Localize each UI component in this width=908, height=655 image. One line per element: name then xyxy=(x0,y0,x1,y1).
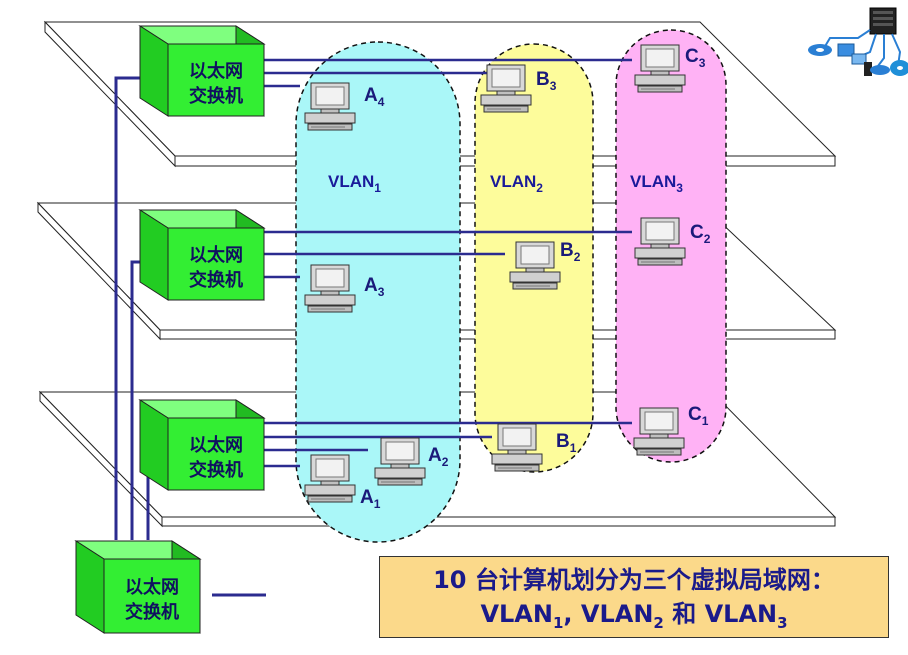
caption-vlan2: VLAN xyxy=(580,600,654,628)
switch-label-line2: 交换机 xyxy=(189,459,243,481)
switch-label-line1: 以太网 xyxy=(125,576,179,598)
switch-floor-3: 以太网 交换机 xyxy=(138,25,266,117)
caption-vlan2-sub: 2 xyxy=(653,613,664,632)
host-labels: A4 B3 C3 A3 B2 C2 A2 A1 B1 C1 xyxy=(360,46,711,511)
host-B1-computer-icon xyxy=(491,423,543,472)
caption-line2: VLAN1, VLAN2 和 VLAN3 xyxy=(380,597,888,640)
host-B2-computer-icon xyxy=(509,241,561,290)
switch-label-line2: 交换机 xyxy=(189,85,243,107)
host-A4-computer-icon xyxy=(304,82,356,131)
host-C1-computer-icon xyxy=(633,407,685,456)
vlan-3-label: VLAN3 xyxy=(630,172,683,195)
caption-and: 和 xyxy=(663,600,705,628)
host-label-C1: C1 xyxy=(688,404,709,428)
switch-label-line1: 以太网 xyxy=(189,434,243,456)
host-label-A3: A3 xyxy=(364,275,385,299)
vlan-1-label: VLAN1 xyxy=(328,172,381,195)
switch-label-line2: 交换机 xyxy=(189,269,243,291)
host-label-A2: A2 xyxy=(428,445,449,469)
vlan-3-region xyxy=(615,29,727,463)
caption-vlan3: VLAN xyxy=(704,600,778,628)
host-label-C2: C2 xyxy=(690,222,711,246)
host-label-A1: A1 xyxy=(360,487,381,511)
switch-backbone: 以太网 交换机 xyxy=(74,540,202,634)
caption-box: 10 台计算机划分为三个虚拟局域网： VLAN1, VLAN2 和 VLAN3 xyxy=(379,556,889,638)
caption-line1: 10 台计算机划分为三个虚拟局域网： xyxy=(433,566,835,594)
host-B3-computer-icon xyxy=(480,64,532,113)
host-A3-computer-icon xyxy=(304,264,356,313)
host-A1-computer-icon xyxy=(304,454,356,503)
caption-vlan1: VLAN xyxy=(480,600,553,628)
switch-label-line1: 以太网 xyxy=(189,60,243,82)
host-label-C3: C3 xyxy=(685,46,706,70)
host-C3-computer-icon xyxy=(634,44,686,93)
vlan-1-region xyxy=(295,41,461,543)
caption-vlan1-sub: 1 xyxy=(552,613,564,632)
network-logo-icon xyxy=(808,7,908,76)
switch-floor-2: 以太网 交换机 xyxy=(138,209,266,301)
host-label-B3: B3 xyxy=(536,69,557,93)
host-label-A4: A4 xyxy=(364,85,385,109)
host-label-B2: B2 xyxy=(560,240,581,264)
vlan-2-label: VLAN2 xyxy=(490,172,543,195)
switch-label-line2: 交换机 xyxy=(125,601,179,623)
host-label-B1: B1 xyxy=(556,431,577,455)
host-C2-computer-icon xyxy=(634,217,686,266)
host-cables xyxy=(262,58,632,468)
switch-label-line1: 以太网 xyxy=(189,244,243,266)
caption-sep: , xyxy=(563,600,581,628)
host-A2-computer-icon xyxy=(374,437,426,486)
switch-floor-1: 以太网 交换机 xyxy=(138,399,266,491)
caption-vlan3-sub: 3 xyxy=(777,613,788,632)
